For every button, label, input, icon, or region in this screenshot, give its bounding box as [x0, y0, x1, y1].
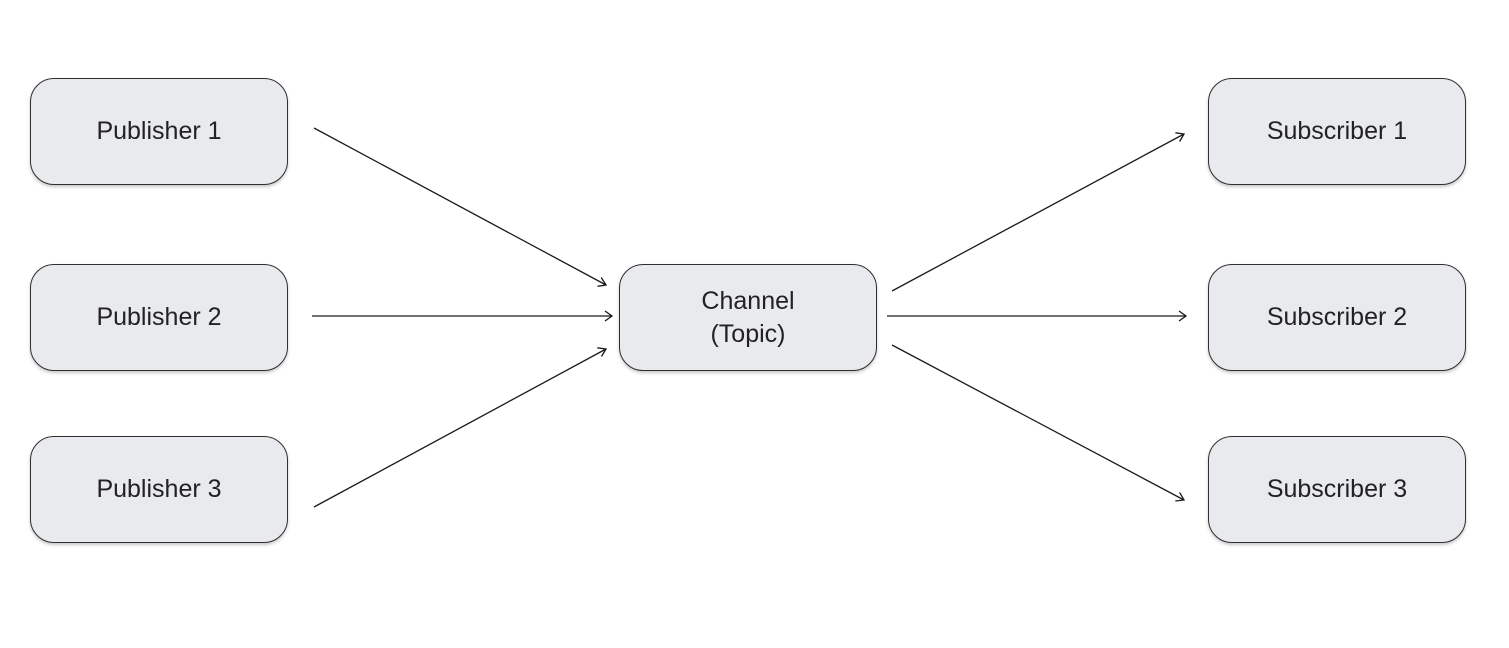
subscriber-2-label: Subscriber 2 — [1266, 303, 1408, 331]
arrow-publisher-2-to-channel — [312, 310, 614, 322]
publisher-1-node: Publisher 1 — [30, 78, 288, 185]
subscriber-3-label: Subscriber 3 — [1266, 475, 1408, 503]
arrow-publisher-1-to-channel — [313, 127, 608, 287]
arrow-channel-to-subscriber-3 — [891, 344, 1186, 502]
channel-topic-node: Channel (Topic) — [619, 264, 877, 371]
channel-label: Channel — [701, 286, 795, 315]
arrow-channel-to-subscriber-2 — [887, 310, 1188, 322]
publisher-2-node: Publisher 2 — [30, 264, 288, 371]
topic-label: (Topic) — [710, 319, 786, 348]
subscriber-3-node: Subscriber 3 — [1208, 436, 1466, 543]
publisher-3-label: Publisher 3 — [96, 475, 222, 503]
arrow-channel-to-subscriber-1 — [891, 132, 1186, 292]
publisher-1-label: Publisher 1 — [96, 117, 222, 145]
publisher-3-node: Publisher 3 — [30, 436, 288, 543]
arrow-publisher-3-to-channel — [313, 347, 608, 508]
subscriber-2-node: Subscriber 2 — [1208, 264, 1466, 371]
subscriber-1-label: Subscriber 1 — [1266, 117, 1408, 145]
subscriber-1-node: Subscriber 1 — [1208, 78, 1466, 185]
publisher-2-label: Publisher 2 — [96, 303, 222, 331]
